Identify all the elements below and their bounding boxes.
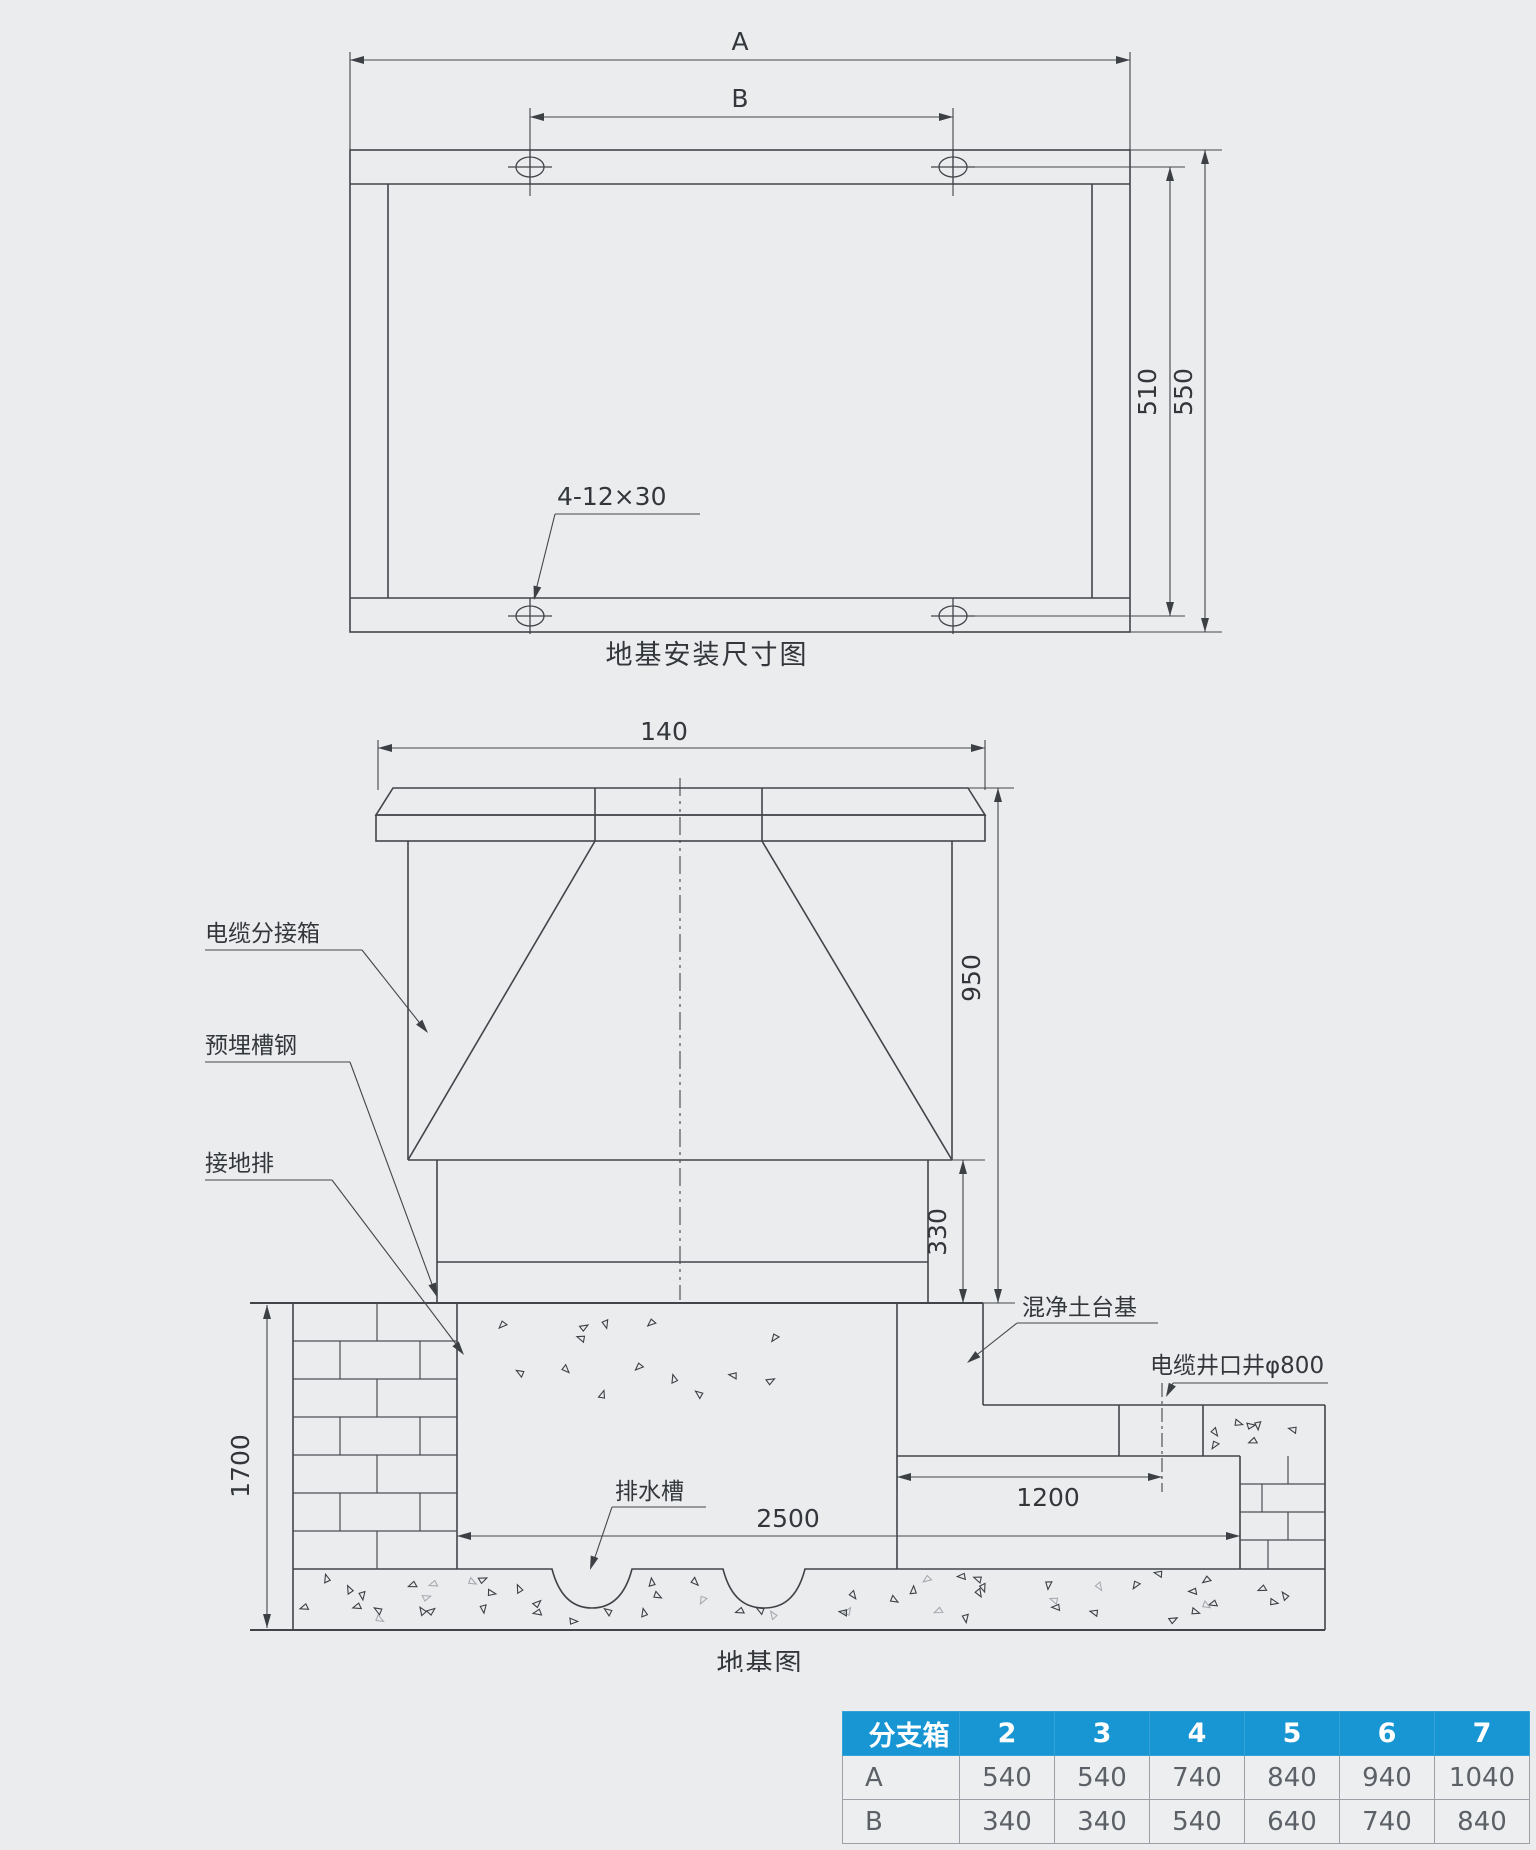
drain-label: 排水槽 [615,1479,684,1505]
table-header-cell: 7 [1434,1711,1530,1756]
brick-hatching [293,1303,1325,1569]
table-cell: 540 [1054,1755,1150,1800]
table-cell: 740 [1149,1755,1245,1800]
table-cell: 840 [1434,1799,1530,1844]
table-cell: 640 [1244,1799,1340,1844]
dim-510-label: 510 [1133,368,1162,416]
section-thin-lines [205,740,1328,1628]
table-row-label: A [842,1755,960,1800]
bolt-note-label: 4-12×30 [557,482,667,511]
table-cell: 340 [959,1799,1055,1844]
bolt-hole-symbols [508,149,975,634]
cable-well-label: 电缆井口井φ800 [1150,1353,1324,1379]
dim-1700-label: 1700 [226,1434,255,1498]
table-cell: 540 [1149,1799,1245,1844]
table-row-a: A 540 540 740 840 940 1040 [842,1755,1530,1800]
channel-steel-label: 预埋槽钢 [205,1033,297,1059]
concrete-base-label: 混净土台基 [1022,1295,1137,1321]
table-cell: 1040 [1434,1755,1530,1800]
table-header-cell: 2 [959,1711,1055,1756]
plan-title: 地基安装尺寸图 [606,640,809,671]
dim-550-label: 550 [1169,368,1198,416]
cabinet-label: 电缆分接箱 [205,921,320,947]
dim-a-label: A [731,27,748,56]
dim-2500-label: 2500 [756,1504,820,1533]
section-arrowheads [263,744,1240,1628]
table-header-cell: 3 [1054,1711,1150,1756]
dim-330-label: 330 [923,1208,952,1256]
table-cell: 840 [1244,1755,1340,1800]
table-header-cell: 6 [1339,1711,1435,1756]
dim-140-label: 140 [640,717,688,746]
table-cell: 540 [959,1755,1055,1800]
dim-b-label: B [731,84,748,113]
dim-950-label: 950 [957,954,986,1002]
table-cell: 740 [1339,1799,1435,1844]
section-caption-clipped: 地基图 [717,1649,804,1680]
ground-bar-label: 接地排 [205,1151,274,1177]
table-header-cell: 分支箱 [842,1711,960,1756]
table-row-b: B 340 340 540 640 740 840 [842,1799,1530,1844]
plan-arrowheads [350,56,1209,632]
branch-box-dimension-table: 分支箱 2 3 4 5 6 7 A 540 540 740 840 940 10… [842,1711,1530,1844]
table-cell: 940 [1339,1755,1435,1800]
table-header-row: 分支箱 2 3 4 5 6 7 [842,1711,1530,1756]
table-header-cell: 5 [1244,1711,1340,1756]
table-row-label: B [842,1799,960,1844]
frame-outline [349,149,1131,633]
table-header-cell: 4 [1149,1711,1245,1756]
foundation-plan-diagram [349,149,1131,633]
concrete-aggregate-dots [298,1318,1297,1625]
dim-1200-label: 1200 [1016,1483,1080,1512]
foundation-section-structure [250,787,1326,1631]
table-cell: 340 [1054,1799,1150,1844]
plan-thin-lines [349,52,1222,633]
